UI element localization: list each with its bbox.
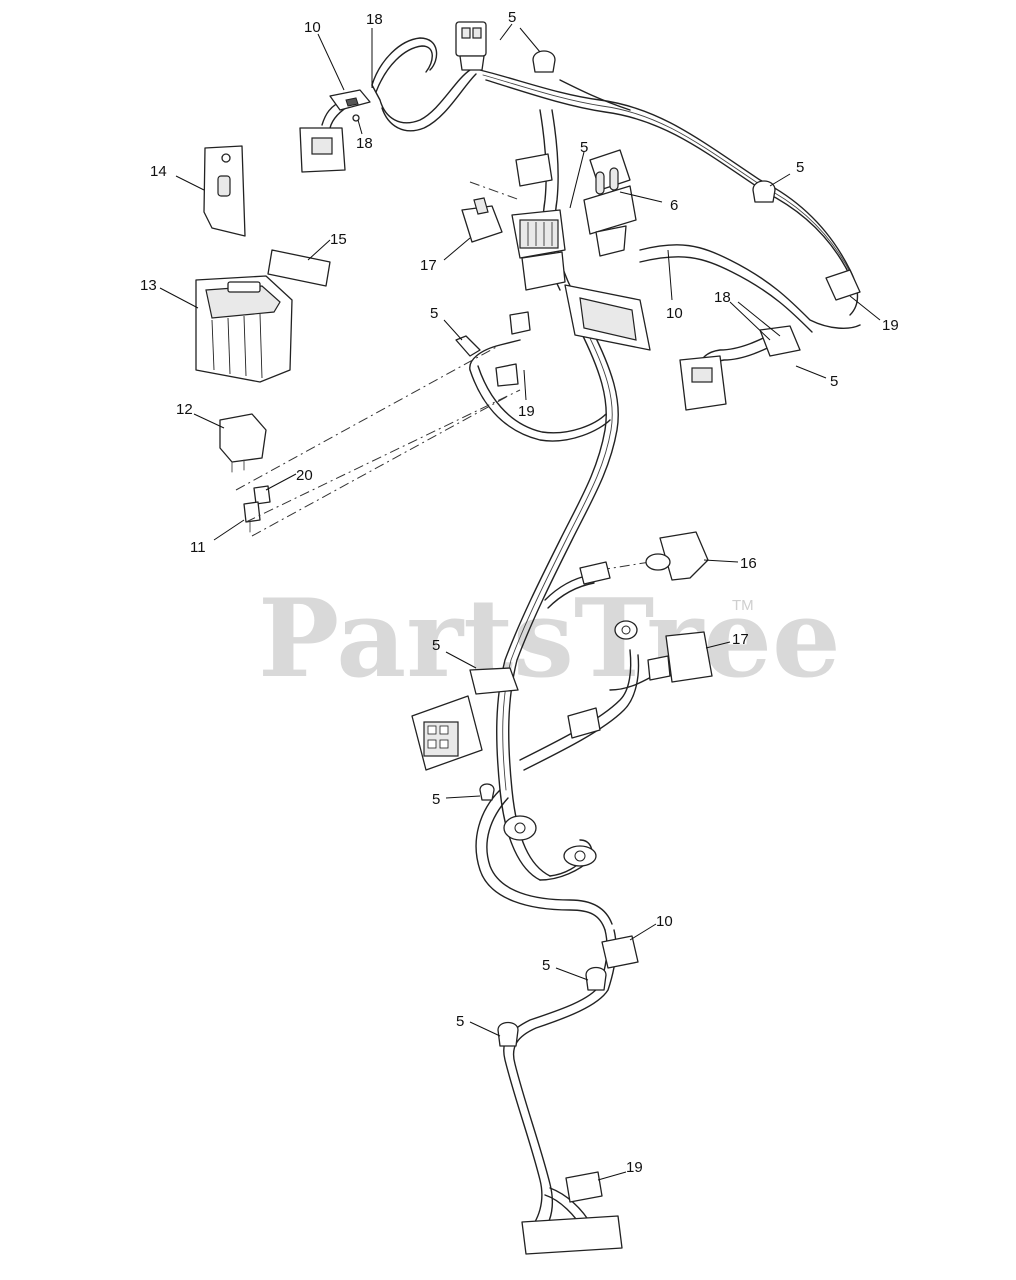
- leader-lines: [159, 23, 881, 1181]
- callout-20: 20: [296, 467, 313, 484]
- callout-18-top: 18: [366, 11, 383, 28]
- callout-5-right: 5: [796, 159, 804, 176]
- callout-13: 13: [140, 277, 157, 294]
- connector-19-lower: [521, 1171, 623, 1255]
- callout-18-lower: 18: [356, 135, 373, 152]
- callout-16: 16: [740, 555, 757, 572]
- callout-5-right-lower: 5: [830, 373, 838, 390]
- callout-12: 12: [176, 401, 193, 418]
- main-connector-block: [511, 149, 651, 351]
- fuses-11-20: [243, 485, 271, 533]
- callout-19-center: 19: [518, 403, 535, 420]
- watermark-trademark: TM: [732, 597, 754, 614]
- guide-lines: [235, 181, 651, 571]
- bracket-14: [203, 145, 246, 237]
- label-15: [267, 249, 331, 287]
- callout-15: 15: [330, 231, 347, 248]
- callout-10-lower: 10: [656, 913, 673, 930]
- switch-16: [579, 531, 709, 585]
- switch-17-top: [461, 197, 503, 243]
- relay-cover-13: [195, 275, 293, 383]
- callout-10-center: 10: [666, 305, 683, 322]
- callout-17-top: 17: [420, 257, 437, 274]
- callout-5-left: 5: [430, 305, 438, 322]
- cable-tie-clips: [455, 50, 776, 1047]
- callout-19-bottom: 19: [626, 1159, 643, 1176]
- connector-10-lower: [601, 935, 639, 969]
- ring-terminals: [503, 815, 597, 867]
- callout-5-top: 5: [508, 9, 516, 26]
- callout-labels: 10 18 18 5 14 15 13 5 6 17 5 10 19 18 5 …: [140, 9, 899, 1176]
- watermark: PartsTree TM: [258, 576, 841, 702]
- callout-19-right: 19: [882, 317, 899, 334]
- callout-11: 11: [190, 539, 206, 556]
- callout-18-right: 18: [714, 289, 731, 306]
- watermark-text: PartsTree: [258, 576, 841, 702]
- connector-top-center: [455, 21, 487, 71]
- callout-14: 14: [150, 163, 167, 180]
- callout-5-bottom: 5: [456, 1013, 464, 1030]
- callout-6: 6: [670, 197, 678, 214]
- connector-right-18: [679, 269, 861, 411]
- callout-5-mid: 5: [432, 637, 440, 654]
- connector-lower-left: [411, 695, 601, 771]
- fuse-block-6: [583, 167, 637, 257]
- callout-17-lower: 17: [732, 631, 749, 648]
- callout-5-center: 5: [580, 139, 588, 156]
- connector-19-upper: [495, 311, 531, 387]
- connector-top-left: [299, 89, 371, 173]
- relay-12: [219, 413, 267, 473]
- callout-5-lower: 5: [542, 957, 550, 974]
- callout-5-loop: 5: [432, 791, 440, 808]
- switch-17-lower: [614, 620, 713, 683]
- callout-10-top: 10: [304, 19, 321, 36]
